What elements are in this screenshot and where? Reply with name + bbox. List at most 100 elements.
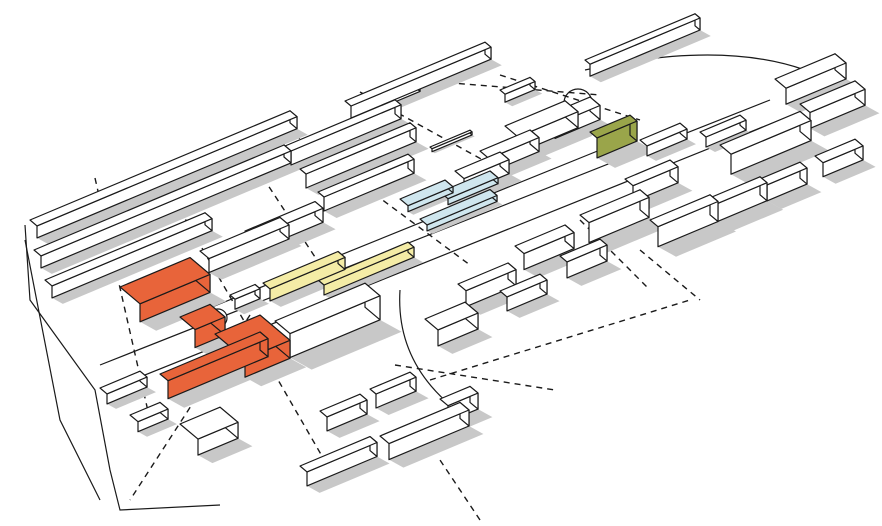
building-roof [454,151,510,180]
building-roof [179,303,226,331]
building-roof [199,216,290,260]
building [774,53,847,105]
buildings-layer [29,13,866,487]
building [457,262,517,308]
building-roof [369,371,417,395]
building [424,301,479,347]
building-shadow [767,184,822,209]
building [369,371,417,409]
building [499,76,536,103]
building-roof [319,393,368,418]
building [589,114,638,159]
building [284,99,402,166]
building-roof [699,114,747,138]
building-shadow [427,201,503,234]
building-roof [299,436,378,473]
building-roof [129,401,169,423]
building-roof [624,159,679,187]
building [579,189,650,244]
building-roof [299,122,417,175]
building [419,189,498,232]
building-shadow [235,298,269,315]
building-roof [119,257,211,305]
building-shadow [37,128,308,244]
building-shadow [658,221,736,257]
building-roof [344,41,492,107]
building [44,212,213,299]
building-roof [379,401,470,445]
building-shadow [209,239,302,280]
building-shadow [138,419,177,437]
building [319,393,368,432]
building-roof [429,129,473,150]
building-shadow [245,358,307,387]
building-roof [317,241,415,286]
building [379,401,470,461]
building-shadow [324,257,423,300]
building-roof [229,283,261,300]
building [317,241,415,296]
building-shadow [198,438,253,464]
dashed-axis-line [394,364,556,391]
building-shadow [597,141,655,168]
building-shadow [647,139,696,161]
building [399,179,454,213]
building-roof [499,273,548,298]
building [429,129,473,153]
building [299,436,378,487]
building-roof [399,179,454,207]
building-roof [262,250,346,290]
building-front-face [350,46,492,119]
building-roof [499,76,536,95]
building [179,406,239,456]
building-roof [589,114,638,139]
building-roof [559,238,608,263]
building-roof [639,122,688,147]
building-shadow [291,118,414,172]
building-roof [317,153,415,198]
building-roof [33,144,292,257]
building [759,161,808,202]
building-shadow [432,134,475,154]
building [649,194,719,248]
building-shadow [505,89,543,107]
building-roof [44,212,213,287]
building [344,41,492,119]
building-shadow [507,294,560,318]
dashed-axis-line [94,177,151,421]
building-shadow [731,140,829,185]
building-roof [584,13,701,65]
building-shadow [52,230,223,304]
building [99,370,148,405]
building-roof [179,406,239,440]
dashed-axis-line [429,299,691,381]
building [799,80,866,129]
building [499,273,548,312]
building-shadow [41,162,302,274]
building [262,250,346,302]
building-shadow [107,387,156,409]
building-roof [504,100,579,138]
building-shadow [140,292,227,331]
building-roof [159,331,269,382]
building [179,303,226,349]
building [274,282,381,359]
building [699,114,747,148]
building-shadow [389,426,484,468]
building-shadow [590,30,711,83]
building-shadow [438,329,493,354]
building-roof [814,138,864,164]
building-roof [579,189,650,224]
building [514,224,575,271]
building-shadow [823,159,876,184]
building-shadow [376,391,429,415]
building-roof [29,110,298,227]
building-roof [439,385,479,407]
building-roof [424,301,479,331]
building-shadow [810,105,880,137]
road-edge [24,224,221,511]
building-roof [99,370,148,395]
road-edge [24,239,101,501]
building [559,238,608,279]
